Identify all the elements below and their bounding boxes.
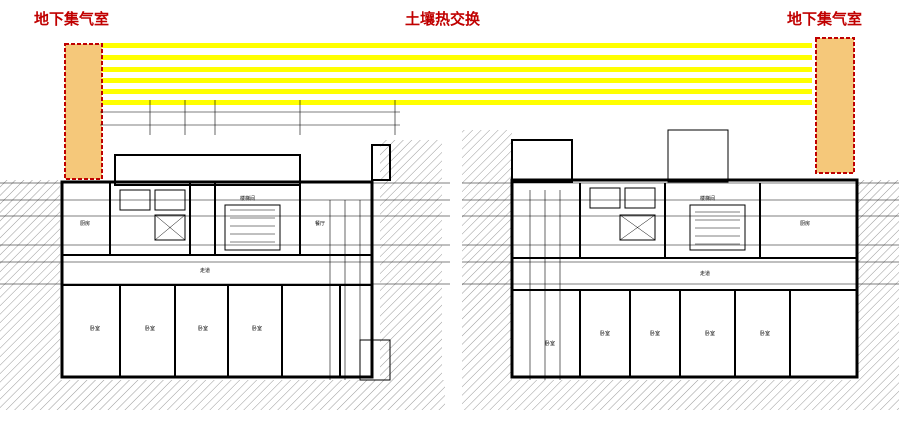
- svg-text:厨房: 厨房: [80, 220, 90, 227]
- svg-text:卧室: 卧室: [90, 325, 100, 332]
- svg-text:走道: 走道: [700, 270, 710, 277]
- soil-heat-exchange-title: 土壤热交换: [405, 10, 481, 28]
- svg-text:楼梯间: 楼梯间: [240, 195, 255, 202]
- svg-text:餐厅: 餐厅: [315, 220, 325, 227]
- svg-text:走道: 走道: [200, 267, 210, 274]
- svg-text:卧室: 卧室: [198, 325, 208, 332]
- svg-text:卧室: 卧室: [252, 325, 262, 332]
- pipe: [100, 67, 812, 72]
- right-air-chamber: [815, 37, 855, 174]
- pipe: [100, 55, 812, 60]
- pipe: [100, 89, 812, 94]
- svg-text:卧室: 卧室: [600, 330, 610, 337]
- pipe: [100, 78, 812, 83]
- pipe: [100, 43, 812, 48]
- left-floor-plan: 厨房 卧室 卧室 卧室 卧室 餐厅 走道 楼梯间: [0, 100, 450, 410]
- svg-text:卧室: 卧室: [705, 330, 715, 337]
- svg-text:卧室: 卧室: [545, 340, 555, 347]
- svg-text:卧室: 卧室: [145, 325, 155, 332]
- svg-text:厨房: 厨房: [800, 220, 810, 227]
- right-chamber-label: 地下集气室: [787, 10, 863, 28]
- left-chamber-label: 地下集气室: [34, 10, 110, 28]
- left-air-chamber: [64, 43, 103, 180]
- right-floor-plan: 卧室 卧室 卧室 卧室 卧室 厨房 走道 楼梯间: [462, 129, 899, 410]
- svg-text:卧室: 卧室: [650, 330, 660, 337]
- heat-exchange-pipes: [100, 43, 812, 105]
- svg-text:卧室: 卧室: [760, 330, 770, 337]
- svg-text:楼梯间: 楼梯间: [700, 195, 715, 202]
- pipe: [100, 100, 812, 105]
